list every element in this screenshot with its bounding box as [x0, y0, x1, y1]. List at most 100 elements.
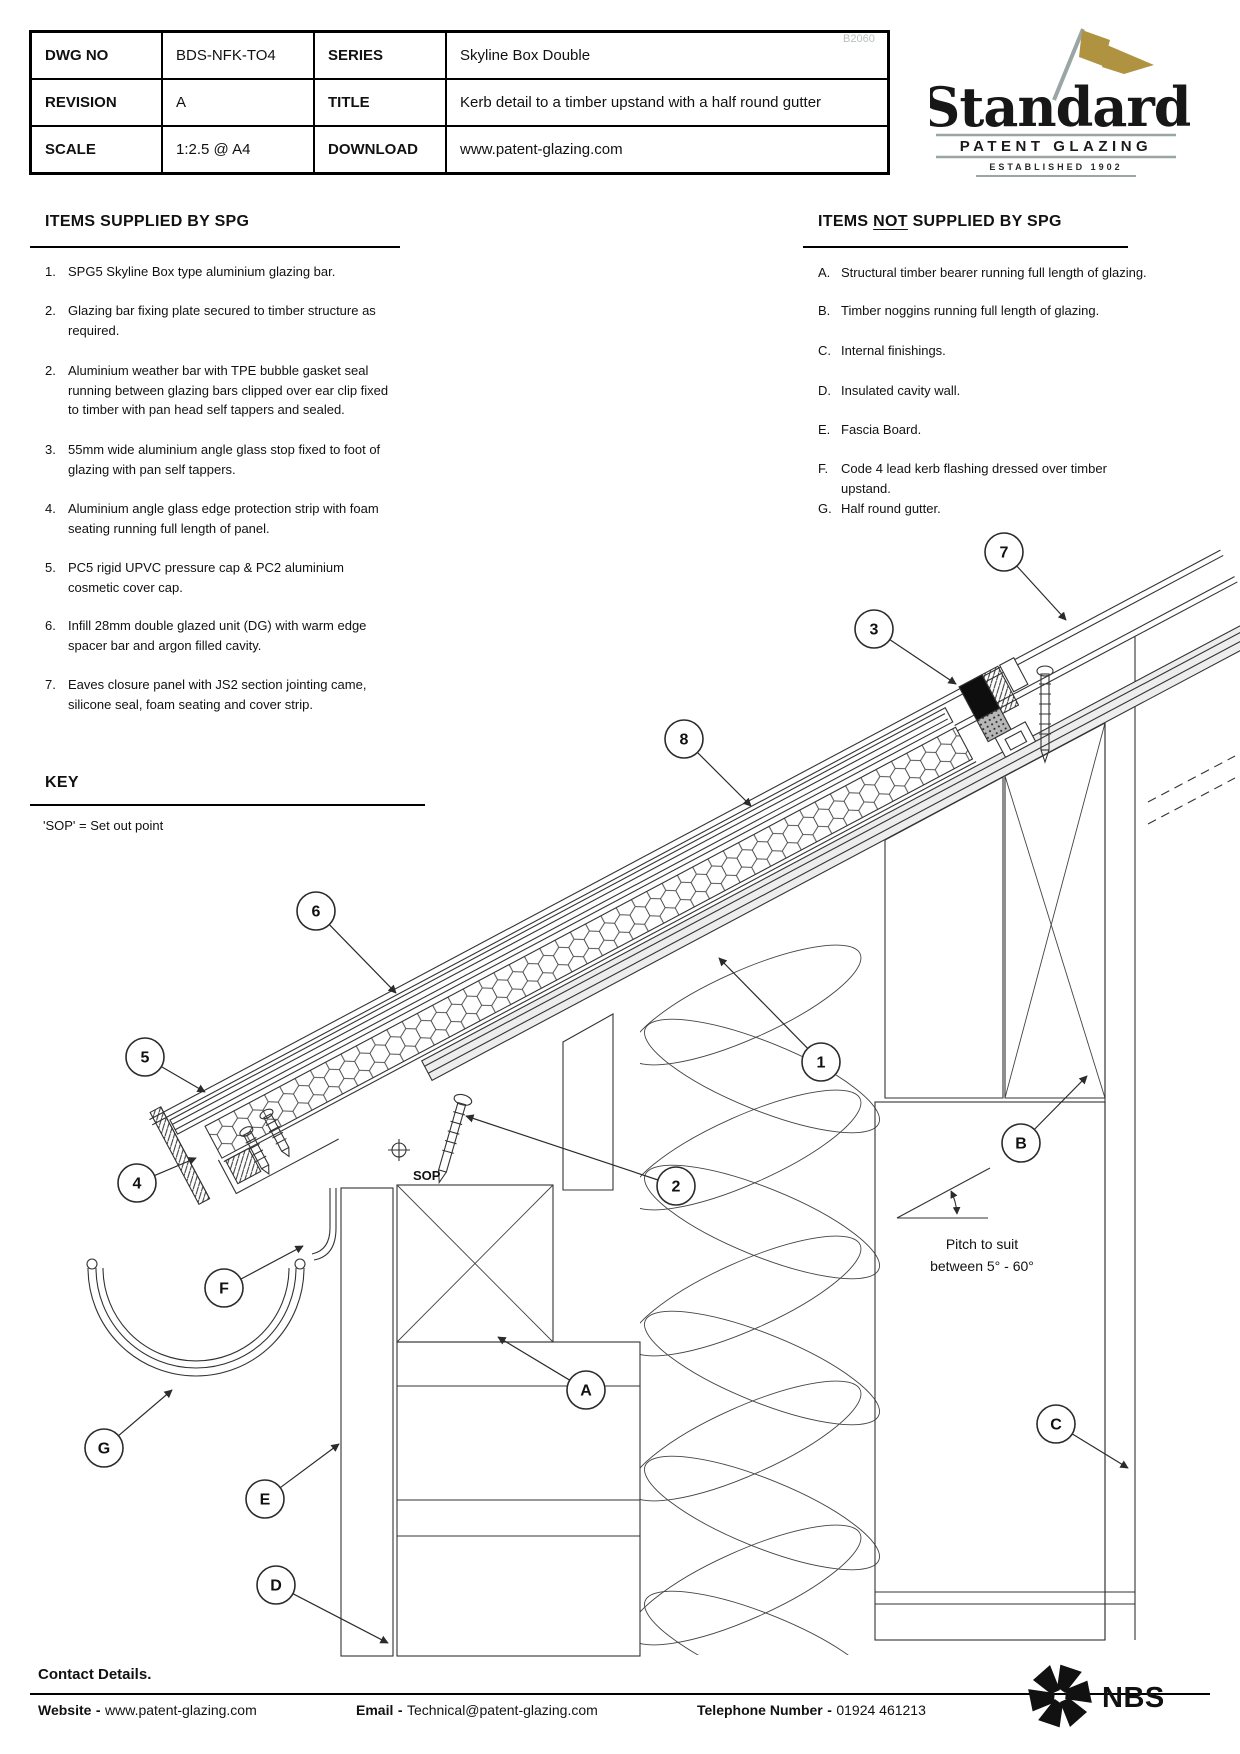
weather-bar-screw [1036, 665, 1054, 764]
nbs-flower-icon [1028, 1664, 1092, 1728]
svg-text:6: 6 [312, 904, 321, 921]
svg-text:2: 2 [672, 1179, 681, 1196]
key-heading: KEY [45, 774, 79, 791]
callout-A: A [497, 1336, 606, 1410]
scale-label: SCALE [31, 126, 162, 173]
glass-stop-angle [217, 1138, 339, 1195]
supplied-item-5: 4.Aluminium angle glass edge protection … [45, 501, 379, 536]
callout-E: E [245, 1443, 340, 1519]
pitch-note-line2: between 5° - 60° [930, 1258, 1034, 1274]
logo-established: ESTABLISHED 1902 [989, 162, 1122, 172]
key-rule [30, 804, 425, 806]
supplied-item-7: 6.Infill 28mm double glazed unit (DG) wi… [45, 618, 367, 653]
half-round-gutter [86, 1258, 306, 1377]
supplied-heading: ITEMS SUPPLIED BY SPG [45, 213, 250, 230]
svg-text:8: 8 [680, 732, 689, 749]
svg-text:4: 4 [133, 1176, 142, 1193]
svg-text:A: A [580, 1383, 592, 1400]
nbs-text: NBS [1102, 1682, 1165, 1714]
callout-7: 7 [984, 532, 1067, 621]
supplied-item-2: 2.Glazing bar fixing plate secured to ti… [45, 303, 376, 338]
foot-screws [239, 1108, 290, 1175]
fixing-plate-screw [437, 1093, 473, 1185]
contact-email: Email - Technical@patent-glazing.com [356, 1702, 598, 1718]
not-supplied-rule [803, 246, 1128, 248]
title-block: DWG NO BDS-NFK-TO4 SERIES Skyline Box Do… [29, 30, 890, 175]
svg-text:G: G [98, 1441, 110, 1458]
lead-flashing-drip [311, 1188, 337, 1261]
callout-5: 5 [125, 1037, 206, 1093]
logo-name: Standard [930, 75, 1190, 139]
title-value: Kerb detail to a timber upstand with a h… [446, 79, 888, 126]
contact-heading: Contact Details. [38, 1666, 152, 1683]
not-supplied-item-A: A.Structural timber bearer running full … [818, 265, 1147, 280]
svg-text:3: 3 [870, 622, 879, 639]
svg-text:F: F [219, 1281, 229, 1298]
callout-1: 1 [718, 957, 841, 1082]
svg-text:C: C [1050, 1417, 1062, 1434]
svg-text:B: B [1015, 1136, 1027, 1153]
revision-label: REVISION [31, 79, 162, 126]
download-url: www.patent-glazing.com [446, 126, 888, 173]
svg-text:E: E [260, 1492, 271, 1509]
not-supplied-heading: ITEMS NOT SUPPLIED BY SPG [818, 213, 1062, 230]
callout-8: 8 [664, 719, 752, 807]
not-supplied-item-D: D.Insulated cavity wall. [818, 383, 961, 398]
nbs-logo: NBS [1020, 1655, 1220, 1740]
download-label: DOWNLOAD [314, 126, 446, 173]
pitch-angle-diagram: Pitch to suit between 5° - 60° [896, 1167, 1034, 1274]
internal-area [874, 1101, 1106, 1641]
sop-label: SOP [413, 1168, 441, 1183]
not-supplied-item-G: G.Half round gutter. [818, 501, 941, 516]
supplied-item-1: 1.SPG5 Skyline Box type aluminium glazin… [45, 264, 336, 279]
fascia-board [340, 1187, 394, 1657]
sheet-watermark: B2060 [843, 33, 875, 45]
contact-website: Website - www.patent-glazing.com [38, 1702, 257, 1718]
callout-C: C [1036, 1404, 1129, 1469]
kerb-insulation-strip [562, 1013, 614, 1191]
callout-F: F [204, 1245, 304, 1308]
company-logo: Standard PATENT GLAZING ESTABLISHED 1902 [921, 18, 1192, 183]
not-supplied-item-C: C.Internal finishings. [818, 343, 946, 358]
contact-rule [30, 1693, 1210, 1695]
svg-text:7: 7 [1000, 545, 1009, 562]
dwg-no-value: BDS-NFK-TO4 [162, 32, 314, 79]
flag-icon [1052, 28, 1154, 101]
svg-text:1: 1 [817, 1055, 826, 1072]
callout-G: G [84, 1389, 173, 1468]
dwg-no-label: DWG NO [31, 32, 162, 79]
not-supplied-item-E: E.Fascia Board. [818, 422, 922, 437]
contact-telephone: Telephone Number - 01924 461213 [697, 1702, 926, 1718]
series-value: Skyline Box Double [446, 32, 888, 79]
callout-layer: 7 3 8 6 5 4 1 2 B A C F G E D [84, 532, 1129, 1644]
key-text: 'SOP' = Set out point [43, 818, 164, 833]
sop-marker: SOP [388, 1139, 441, 1183]
callout-2: 2 [465, 1114, 696, 1206]
svg-text:5: 5 [141, 1050, 150, 1067]
title-label: TITLE [314, 79, 446, 126]
supplied-item-8: 7.Eaves closure panel with JS2 section j… [45, 677, 367, 712]
timber-noggin-b [1004, 722, 1106, 1099]
scale-value: 1:2.5 @ A4 [162, 126, 314, 173]
revision-value: A [162, 79, 314, 126]
supplied-item-4: 3.55mm wide aluminium angle glass stop f… [45, 442, 381, 477]
series-label: SERIES [314, 32, 446, 79]
callout-3: 3 [854, 609, 957, 685]
callout-D: D [256, 1565, 389, 1644]
svg-text:D: D [270, 1578, 282, 1595]
glazing-assembly [149, 549, 1240, 1206]
callout-6: 6 [296, 891, 397, 994]
glazing-bar-upstand-detail [958, 657, 1037, 759]
timber-bearer-a [396, 1184, 554, 1343]
pitch-note-line1: Pitch to suit [946, 1236, 1018, 1252]
quilt-insulation [640, 944, 880, 1655]
not-supplied-item-F: F.Code 4 lead kerb flashing dressed over… [818, 461, 1107, 496]
supplied-item-6: 5.PC5 rigid UPVC pressure cap & PC2 alum… [45, 560, 344, 595]
logo-subtitle: PATENT GLAZING [960, 138, 1152, 155]
callout-4: 4 [117, 1157, 197, 1203]
callout-B: B [1001, 1075, 1088, 1163]
supplied-item-3: 2.Aluminium weather bar with TPE bubble … [45, 363, 389, 417]
not-supplied-item-B: B.Timber noggins running full length of … [818, 303, 1100, 318]
